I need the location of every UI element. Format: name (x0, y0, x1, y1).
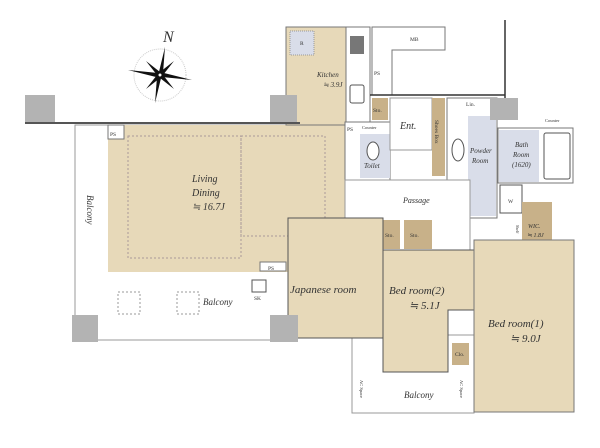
column (25, 95, 55, 123)
bath-label-1: Bath (515, 141, 529, 149)
storage-2 (404, 220, 432, 249)
living-area: ≒ 16.7J (192, 202, 225, 213)
column (72, 315, 98, 342)
ac-space-label: AC Space (459, 380, 464, 398)
closet-label: Clo. (455, 352, 465, 358)
dining-label: Dining (191, 188, 220, 199)
japanese-room (287, 217, 384, 339)
bed-room-1-area: ≒ 9.0J (510, 333, 542, 345)
passage-label: Passage (402, 196, 430, 205)
ac-space-label: AC Space (359, 380, 364, 398)
refrigerator-label: R (300, 41, 304, 47)
storage-label: Sto. (373, 108, 382, 114)
bed-room-1 (473, 239, 575, 413)
balcony-west-label: Balcony (85, 195, 95, 225)
ceiling-outline (127, 135, 242, 259)
storage-kitchen (372, 98, 388, 120)
outdoor-unit (117, 291, 141, 315)
bath-label-3: (1620) (512, 161, 531, 169)
japanese-room-label: Japanese room (290, 284, 357, 296)
kitchen-label: Kitchen (316, 71, 339, 79)
washer-space (499, 184, 523, 214)
wic (522, 202, 552, 242)
storage-label: Sto. (410, 233, 419, 239)
mb-label: MB (410, 37, 419, 43)
shoes-box-label: Shoes Box (433, 120, 439, 144)
toilet-label: Toilet (364, 162, 381, 170)
storage-label: Sto. (385, 233, 394, 239)
wic-label: WIC. (528, 224, 541, 230)
ps-label: PS (374, 71, 380, 77)
linen-label: Lin. (466, 102, 476, 108)
bed-room-2-area: ≒ 5.1J (409, 300, 441, 312)
counter-label: Counter (362, 125, 377, 130)
powder-label-2: Room (471, 157, 488, 165)
outdoor-unit-2 (176, 291, 200, 315)
balcony-small-label: Balcony (404, 390, 434, 400)
storage-1 (383, 220, 400, 249)
sk-label: SK (254, 296, 261, 302)
counter-label: Counter (545, 118, 560, 123)
refrigerator (289, 30, 315, 56)
bed-room-1-label: Bed room(1) (488, 318, 544, 330)
ps-box (107, 124, 125, 140)
column (270, 315, 298, 342)
ps-label: PS (347, 127, 353, 133)
mb-ps-area (371, 26, 446, 96)
shelf-label: Shelf (515, 225, 520, 234)
washbasin-icon (451, 138, 465, 162)
toilet-icon (366, 141, 380, 161)
sink-icon (349, 84, 365, 104)
closet (452, 343, 469, 365)
ps-label: PS (268, 266, 274, 272)
powder-floor (468, 116, 496, 216)
bath-floor (499, 130, 539, 182)
ps-box-2 (259, 261, 287, 272)
column (270, 95, 297, 123)
shoes-box (432, 98, 445, 176)
bath-label-2: Room (512, 151, 529, 159)
ps-label: PS (110, 132, 116, 138)
washer-label: W (508, 199, 514, 205)
column-center (490, 98, 518, 120)
stove-icon (350, 36, 364, 54)
ceiling-outline-2 (240, 135, 326, 237)
balcony-south-label: Balcony (203, 297, 233, 307)
entrance-label: Ent. (399, 121, 416, 132)
bathtub-icon (543, 132, 571, 180)
bed-room-2-label: Bed room(2) (389, 285, 445, 297)
kitchen-area: ≒ 3.9J (323, 81, 343, 89)
north-label: N (162, 29, 175, 46)
slop-sink-icon (251, 279, 267, 293)
living-label: Living (191, 174, 218, 185)
wic-area: ≒ 1.8J (527, 233, 544, 239)
powder-label-1: Powder (469, 147, 492, 155)
compass-rose-icon (128, 47, 192, 103)
